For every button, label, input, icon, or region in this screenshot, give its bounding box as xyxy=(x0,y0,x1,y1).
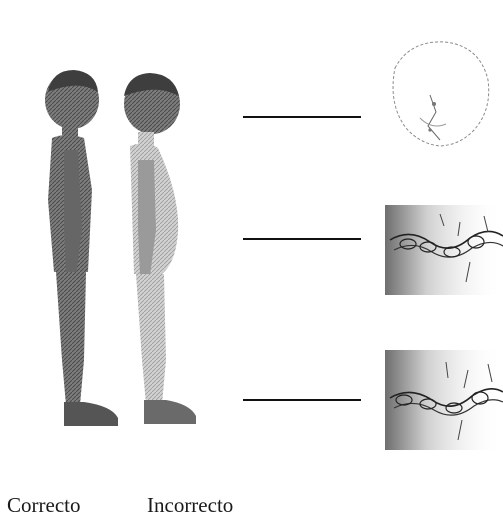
child-correct-icon xyxy=(45,70,118,426)
head-detail-icon xyxy=(393,42,489,146)
caption-correct: Correcto xyxy=(7,495,80,516)
lower-spine-detail-icon xyxy=(385,350,503,450)
upper-spine-detail-icon xyxy=(385,205,503,295)
caption-incorrect: Incorrecto xyxy=(147,495,233,516)
child-incorrect-icon xyxy=(124,73,196,424)
